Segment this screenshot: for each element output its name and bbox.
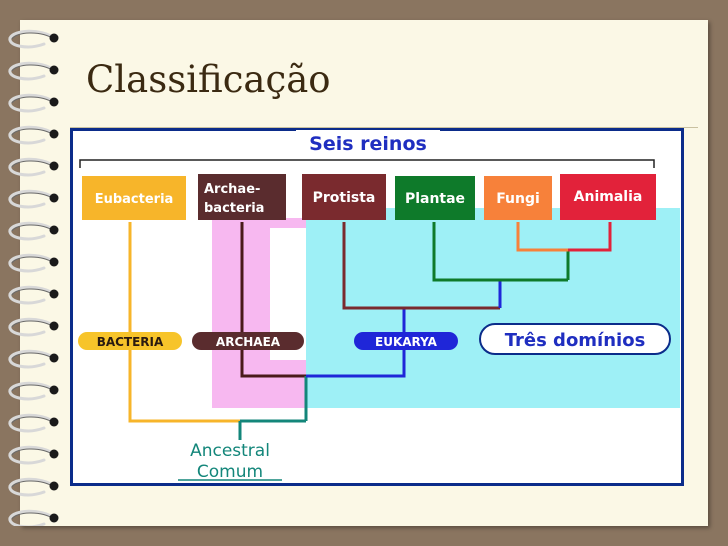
domain-eukarya: EUKARYA <box>354 332 458 350</box>
kingdom-protista: Protista <box>302 174 386 220</box>
spiral-ring <box>8 477 59 497</box>
domain-label: EUKARYA <box>375 335 438 349</box>
spiral-ring <box>8 381 59 401</box>
spiral-ring <box>8 317 59 337</box>
kingdom-label: Plantae <box>405 191 465 207</box>
three-domains-label: Três domínios <box>479 323 671 355</box>
spiral-ring <box>8 29 59 49</box>
line-eubacteria <box>128 222 240 423</box>
root-label-line1: Ancestral <box>190 441 270 461</box>
line-protista <box>342 222 500 310</box>
archaea-region-band <box>270 360 306 408</box>
classification-diagram: Seis reinos Eubacteria Archae- bacteria <box>70 128 684 486</box>
top-brace <box>79 159 655 168</box>
archaea-region-inner <box>270 218 306 228</box>
kingdom-label-line2: bacteria <box>204 201 264 216</box>
line-plantae <box>432 222 568 282</box>
top-label: Seis reinos <box>309 133 427 155</box>
kingdom-label: Eubacteria <box>95 192 174 207</box>
spiral-ring <box>8 93 59 113</box>
top-label-bg <box>296 130 440 156</box>
kingdom-fungi: Fungi <box>484 176 552 220</box>
spiral-ring <box>8 413 59 433</box>
kingdom-label: Animalia <box>574 189 643 205</box>
spiral-ring <box>8 349 59 369</box>
spiral-ring <box>8 509 59 526</box>
domain-label: ARCHAEA <box>216 335 281 349</box>
root-label-line2: Comum <box>197 462 263 482</box>
line-archaebacteria <box>240 222 306 378</box>
line-fungi <box>516 222 568 252</box>
spiral-ring <box>8 285 59 305</box>
spiral-ring <box>8 61 59 81</box>
spiral-ring <box>8 445 59 465</box>
kingdom-animalia: Animalia <box>560 174 656 220</box>
kingdom-eubacteria: Eubacteria <box>82 176 186 220</box>
title-divider <box>70 127 698 128</box>
spiral-ring <box>8 221 59 241</box>
domain-archaea: ARCHAEA <box>192 332 304 350</box>
spiral-ring <box>8 189 59 209</box>
line-animalia <box>568 222 612 252</box>
slide-title: Classificação <box>86 58 331 101</box>
spiral-ring <box>8 253 59 273</box>
spiral-ring <box>8 157 59 177</box>
domain-bacteria: BACTERIA <box>78 332 182 350</box>
kingdom-label: Fungi <box>496 191 540 207</box>
spiral-ring <box>8 125 59 145</box>
three-domains-text: Três domínios <box>505 330 646 351</box>
line-eukarya-trunk <box>306 308 406 378</box>
spiral-binding <box>8 29 59 526</box>
kingdom-archaebacteria: Archae- bacteria <box>198 174 286 220</box>
domain-label: BACTERIA <box>97 335 164 349</box>
kingdom-label: Archae- <box>204 182 260 197</box>
kingdom-plantae: Plantae <box>395 176 475 220</box>
kingdom-label: Protista <box>313 190 376 206</box>
